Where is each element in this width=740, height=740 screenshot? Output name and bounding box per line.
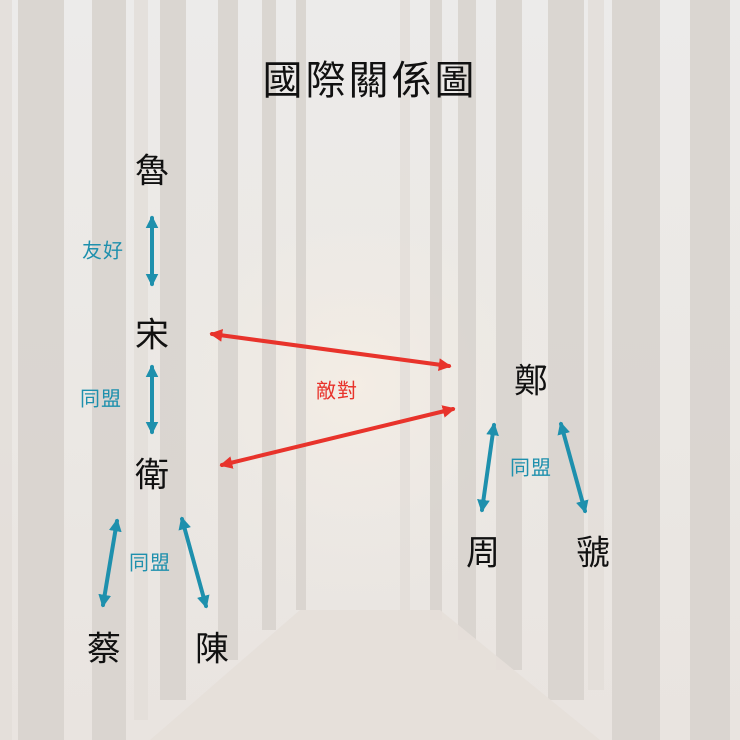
state-guo: 虢 [576, 533, 610, 574]
alliance-arrow-zheng-zhou [477, 422, 499, 513]
hostile-arrow-wei-zheng [219, 405, 456, 469]
relation-label-alliance-song-wei: 同盟 [80, 386, 122, 411]
relation-label-friendly: 友好 [82, 238, 124, 263]
alliance-arrow-wei-cai [98, 518, 122, 608]
relation-label-alliance-wei: 同盟 [129, 550, 171, 575]
state-zheng: 鄭 [514, 361, 548, 402]
state-cai: 蔡 [87, 629, 121, 670]
state-zhou: 周 [466, 533, 500, 574]
state-chen: 陳 [195, 629, 229, 670]
relation-label-hostile: 敵對 [316, 378, 358, 403]
state-wei: 衛 [135, 455, 169, 496]
diagram-title: 國際關係圖 [262, 58, 478, 104]
relation-label-alliance-zheng: 同盟 [510, 455, 552, 480]
hostile-arrow-song-zheng [209, 329, 452, 371]
state-lu: 魯 [135, 151, 169, 192]
state-song: 宋 [135, 315, 169, 356]
alliance-arrow-zheng-guo [557, 421, 589, 514]
alliance-arrow-wei-chen [178, 516, 210, 609]
